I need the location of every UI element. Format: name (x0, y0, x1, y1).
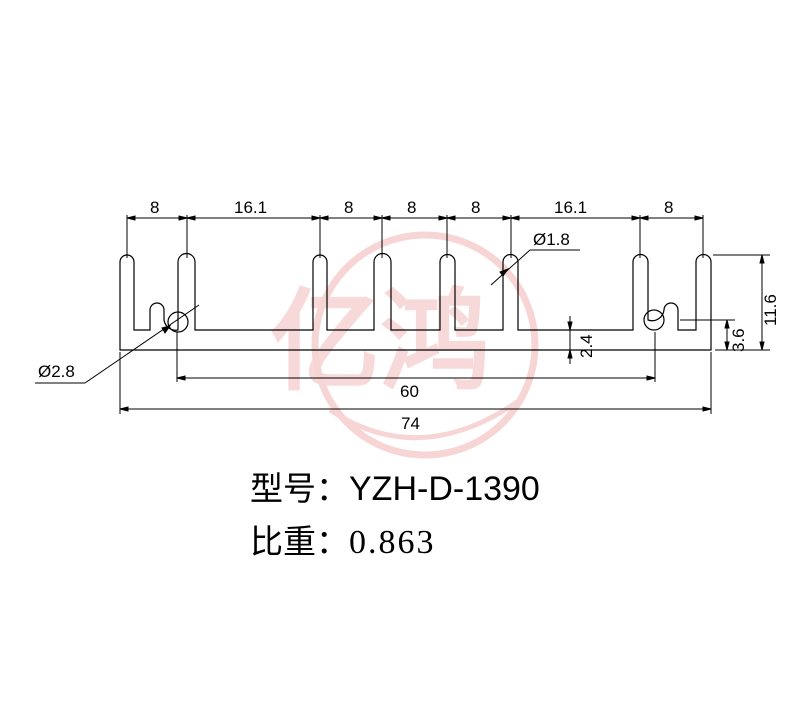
large-hole-left (167, 311, 189, 333)
small-hole-leader (490, 249, 580, 286)
dim-groove-depth: 2.4 (577, 334, 596, 358)
dim-spacing-6: 16.1 (554, 198, 587, 217)
dim-spacing-5: 8 (471, 198, 480, 217)
large-hole-leader (35, 304, 200, 384)
heatsink-outline (119, 252, 712, 351)
dim-small-hole: Ø1.8 (533, 230, 570, 249)
right-dimensions (567, 254, 770, 364)
weight-caption: 比重：0.863 (250, 515, 436, 563)
watermark-text: 亿鸿 (270, 278, 490, 406)
model-label: 型号： (250, 469, 349, 508)
dim-fin-height: 11.6 (761, 294, 780, 326)
hole-pitch-dimension (176, 332, 656, 382)
dim-large-hole: Ø2.8 (38, 362, 75, 381)
model-value: YZH-D-1390 (349, 470, 540, 508)
overall-width-dimension (119, 352, 712, 414)
weight-value: 0.863 (349, 524, 436, 561)
watermark-logo: 亿鸿 (270, 231, 539, 459)
dim-spacing-2: 16.1 (234, 198, 267, 217)
dim-spacing-4: 8 (407, 198, 416, 217)
dim-base-thickness: 3.6 (729, 328, 748, 352)
large-hole-right (643, 309, 665, 331)
dim-spacing-3: 8 (344, 198, 353, 217)
top-dimension-chain (126, 215, 704, 258)
dim-overall-width: 74 (401, 414, 420, 433)
dim-spacing-1: 8 (150, 198, 159, 217)
profile-path (119, 252, 712, 351)
weight-label: 比重： (250, 522, 349, 561)
dim-spacing-7: 8 (664, 198, 673, 217)
dim-hole-pitch: 60 (400, 382, 419, 401)
model-caption: 型号：YZH-D-1390 (250, 462, 540, 510)
